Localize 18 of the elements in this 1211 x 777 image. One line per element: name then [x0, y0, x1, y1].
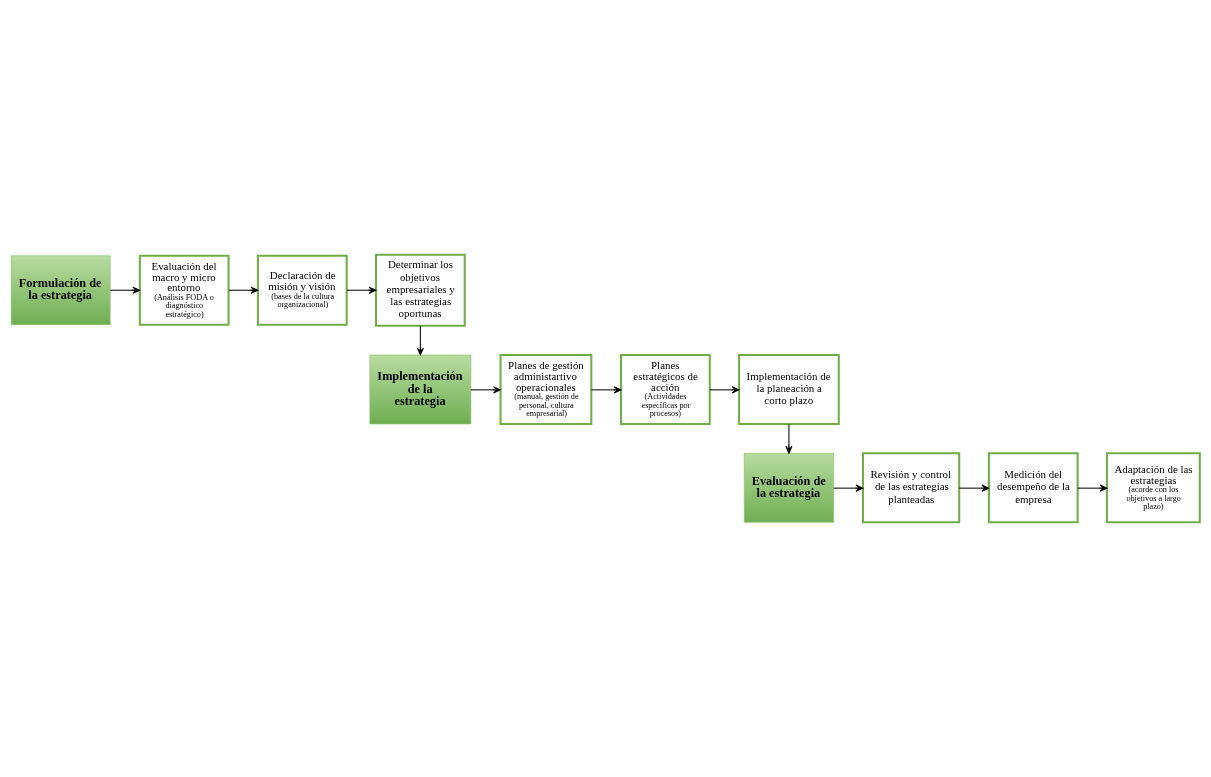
node-box: Determinar los objetivos empresariales y las estrategias oportunas [375, 253, 466, 327]
node-box: Formulación de la estrategia [10, 255, 111, 326]
node-box: Implementación de la estrategia [369, 354, 472, 425]
arrow [346, 286, 377, 294]
arrow [958, 484, 990, 492]
node-box: Implementación de la planeación a corto plazo [738, 354, 840, 425]
node-box: Revisión y control de las estrategias planteadas [861, 452, 961, 524]
arrow [228, 286, 259, 294]
arrow [1077, 484, 1108, 492]
arrow [416, 325, 424, 356]
arrow [833, 484, 864, 492]
node-box: Medición del desempeño de la empresa [987, 452, 1079, 524]
arrow [470, 386, 501, 394]
arrow [785, 423, 793, 454]
arrow [709, 386, 740, 394]
arrow [590, 386, 622, 394]
arrow [109, 286, 141, 294]
node-box: Evaluación de la estrategia [743, 453, 834, 523]
